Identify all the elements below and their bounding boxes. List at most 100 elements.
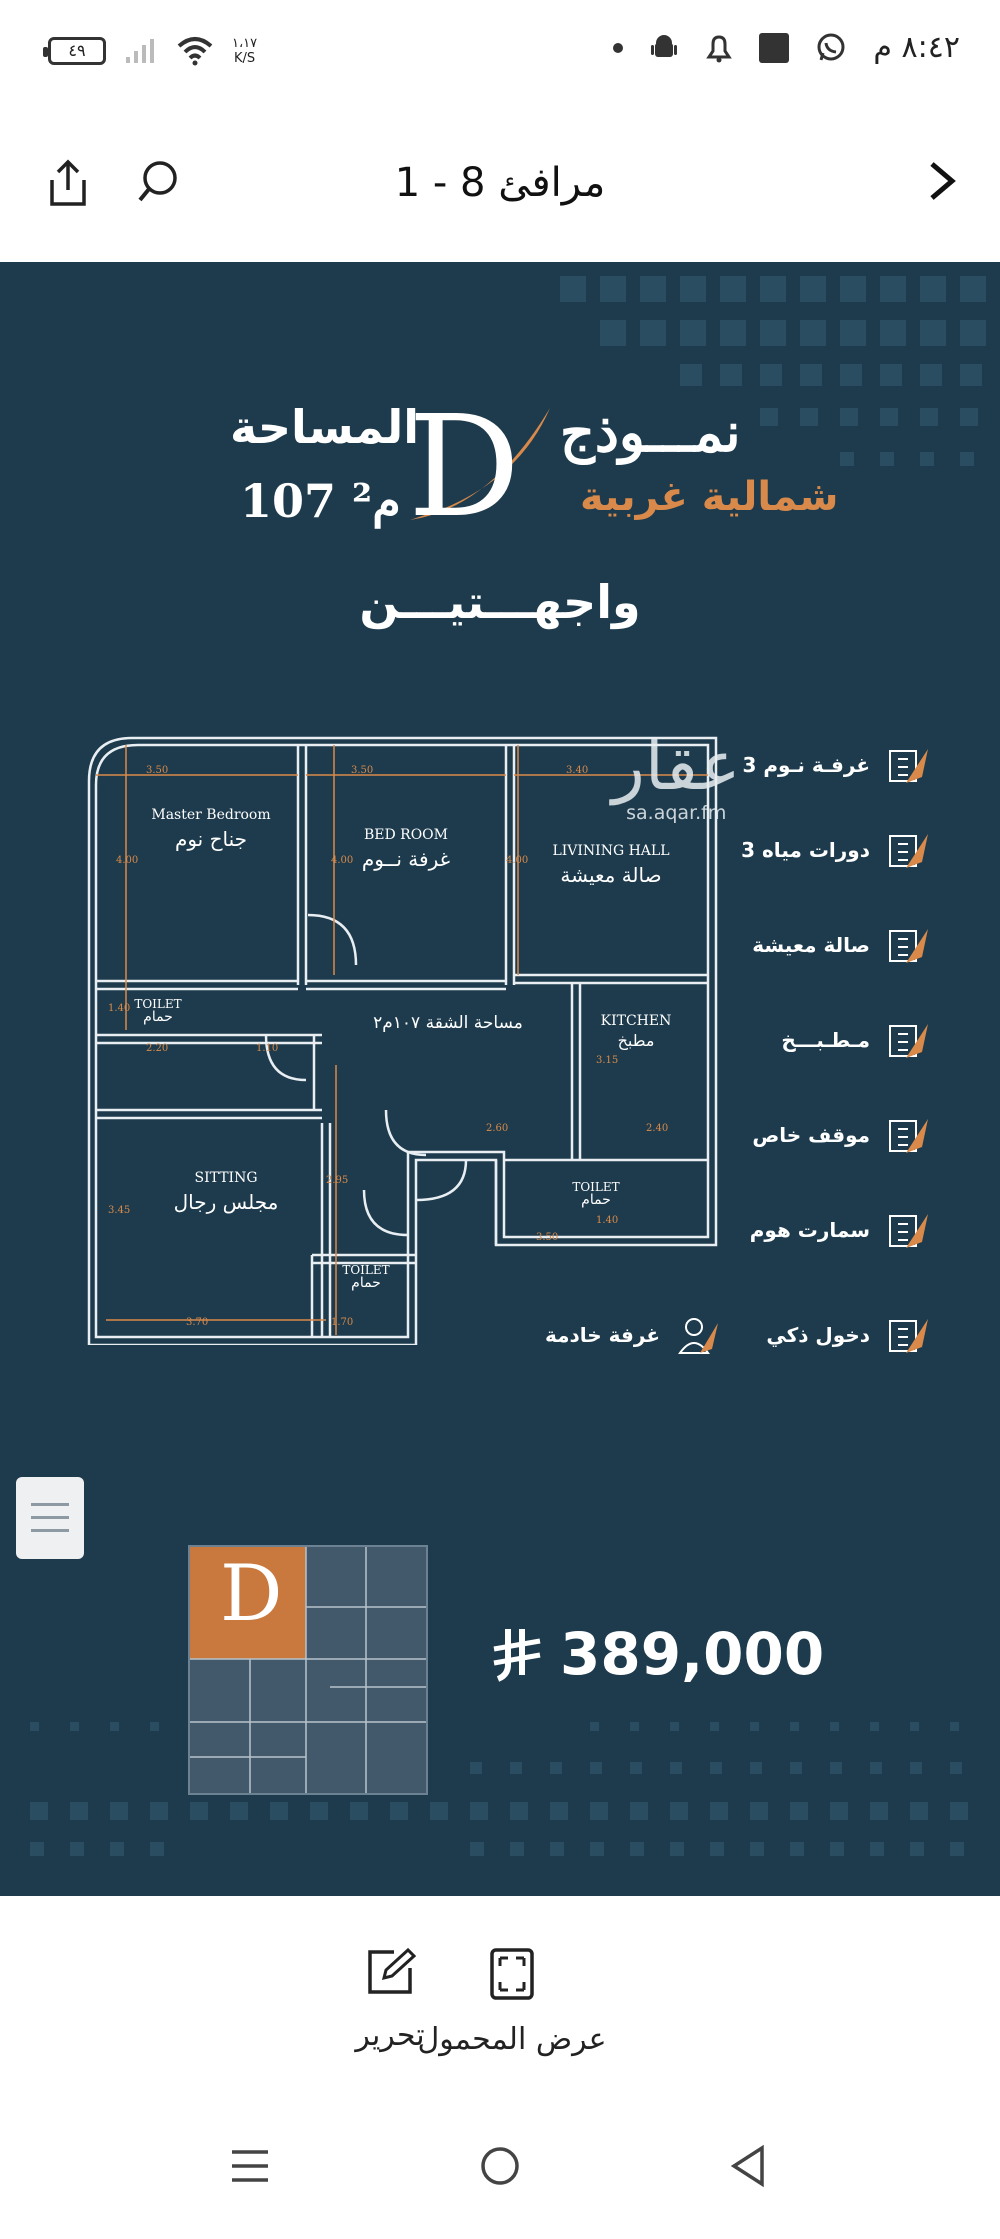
dimension-label: 3.15	[596, 1055, 619, 1066]
sofa-icon	[886, 923, 930, 967]
signal-icon	[126, 39, 154, 63]
pattern-square	[790, 1722, 799, 1731]
feature-label: سمارت هوم	[749, 1218, 870, 1242]
area-label: المساحة	[230, 400, 420, 454]
model-letter: D	[408, 386, 521, 549]
dimension-label: 2.60	[486, 1123, 509, 1134]
image-toolbar: عرض المحمول تحرير	[0, 1896, 1000, 2096]
pattern-square	[510, 1762, 522, 1774]
area-value: 107 م²	[240, 474, 401, 528]
feature-item: دخول ذكي	[766, 1305, 930, 1365]
listing-image[interactable]	[0, 262, 1000, 1896]
fullscreen-icon	[490, 1948, 534, 2000]
watermark-url: sa.aqar.fm	[626, 802, 727, 824]
app-notification-icon	[759, 32, 790, 63]
pattern-square	[710, 1762, 722, 1774]
pattern-square	[760, 364, 782, 386]
maid-icon	[676, 1313, 720, 1357]
dimension-label: 1.10	[256, 1043, 279, 1054]
pattern-square	[600, 320, 626, 346]
room-label-ar: حمام	[351, 1275, 381, 1291]
pattern-square	[840, 320, 866, 346]
dimension-label: 3.70	[186, 1317, 209, 1328]
pattern-square	[800, 364, 822, 386]
feature-item: مـطـبـــخ	[781, 1010, 930, 1070]
home-icon[interactable]	[478, 2144, 522, 2188]
pattern-square	[670, 1722, 679, 1731]
pattern-square	[800, 408, 818, 426]
model-label: نمـــوذج	[560, 400, 741, 464]
feature-item: 3 دورات مياه	[741, 820, 930, 880]
feature-item: موقف خاص	[752, 1105, 930, 1165]
back-icon[interactable]	[728, 2144, 768, 2188]
search-icon[interactable]	[136, 158, 182, 204]
feature-label: 3 غرفـة نـوم	[742, 753, 870, 777]
price: 389,000	[488, 1620, 824, 1688]
pattern-square	[720, 276, 746, 302]
pattern-square	[270, 1802, 288, 1820]
pattern-square	[630, 1802, 648, 1820]
pattern-square	[920, 408, 938, 426]
pattern-square	[870, 1762, 882, 1774]
pattern-square	[950, 1722, 959, 1731]
share-icon[interactable]	[46, 158, 90, 208]
room-label-en: TOILET	[134, 997, 182, 1011]
pattern-square	[880, 276, 906, 302]
room-label-ar: مجلس رجال	[173, 1190, 279, 1214]
view-portable-button[interactable]: عرض المحمول	[412, 1946, 612, 2057]
thumbnail-model-letter: D	[220, 1549, 283, 1639]
back-chevron-icon[interactable]	[924, 158, 960, 204]
feature-item: سمارت هوم	[750, 1200, 930, 1260]
toilet-icon	[886, 828, 930, 872]
recent-apps-icon[interactable]	[230, 2146, 270, 2186]
dimension-label: 3.50	[536, 1232, 559, 1243]
pattern-square	[960, 276, 986, 302]
facades-label: واجهـــتيـــن	[359, 575, 641, 629]
pattern-square	[470, 1762, 482, 1774]
room-label-en: TOILET	[342, 1263, 390, 1277]
pattern-square	[870, 1802, 888, 1820]
pattern-square	[510, 1842, 524, 1856]
edit-button[interactable]: تحرير	[330, 1946, 450, 2053]
pattern-square	[910, 1722, 919, 1731]
dimension-label: 2.40	[646, 1123, 669, 1134]
edit-label: تحرير	[355, 2018, 425, 2053]
pattern-square	[800, 320, 826, 346]
menu-button[interactable]	[16, 1477, 84, 1559]
highlighted-unit	[190, 1547, 306, 1659]
clock: ٨:٤٢ م	[873, 30, 960, 65]
pattern-square	[70, 1722, 79, 1731]
pattern-square	[470, 1802, 488, 1820]
pattern-square	[150, 1722, 159, 1731]
pattern-square	[960, 452, 974, 466]
price-value: 389,000	[560, 1620, 825, 1688]
edit-icon	[368, 1947, 417, 1994]
pattern-square	[30, 1842, 44, 1856]
pattern-square	[30, 1802, 48, 1820]
pattern-square	[470, 1842, 484, 1856]
dimension-label: 3.40	[566, 765, 589, 776]
battery-level: ٤٩	[68, 41, 86, 60]
pattern-square	[680, 276, 706, 302]
pattern-square	[670, 1762, 682, 1774]
pattern-square	[910, 1842, 924, 1856]
pattern-square	[920, 276, 946, 302]
pattern-square	[750, 1722, 759, 1731]
pattern-square	[880, 408, 898, 426]
feature-label: مـطـبـــخ	[781, 1028, 870, 1052]
pattern-square	[310, 1802, 328, 1820]
pattern-square	[950, 1842, 964, 1856]
pattern-square	[760, 320, 786, 346]
pattern-square	[880, 320, 906, 346]
dimension-label: 4.00	[506, 855, 529, 866]
android-icon	[651, 34, 678, 57]
dimension-label: 3.50	[146, 765, 169, 776]
pattern-square	[720, 364, 742, 386]
bell-icon	[706, 34, 733, 62]
pattern-square	[950, 1802, 968, 1820]
feature-label: غرفة خادمة	[545, 1323, 660, 1347]
pattern-square	[830, 1802, 848, 1820]
smart-home-icon	[886, 1208, 930, 1252]
room-label-ar: حمام	[581, 1192, 611, 1208]
